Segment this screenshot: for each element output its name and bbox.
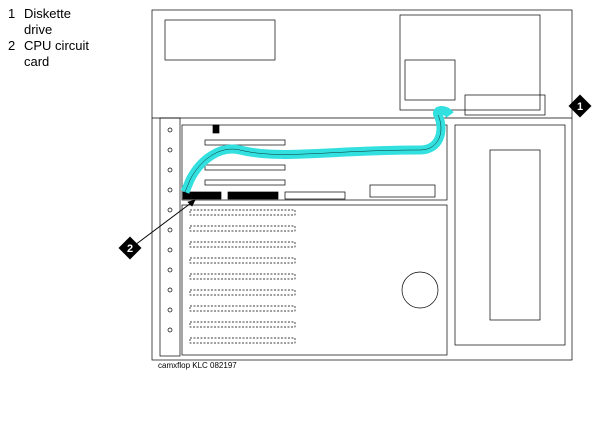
callout-2-label: 2	[127, 243, 133, 255]
legend-item: 1 Diskette drive	[8, 6, 94, 38]
legend-number: 2	[8, 38, 16, 53]
callout-2-leader	[134, 199, 196, 246]
slot-brackets	[159, 117, 181, 357]
card-connector	[284, 191, 346, 200]
callout-1-label: 1	[577, 101, 583, 113]
legend-item: 2 CPU circuit card	[8, 38, 94, 70]
card-connector	[204, 179, 286, 186]
card-connector	[204, 139, 286, 146]
legend: 1 Diskette drive 2 CPU circuit card	[8, 6, 94, 70]
chassis-outline	[151, 9, 573, 361]
legend-number: 1	[8, 6, 16, 21]
jumper	[212, 124, 220, 134]
cpu-fan	[401, 271, 439, 309]
drive-cage	[399, 14, 541, 111]
legend-label: CPU circuit card	[24, 38, 90, 69]
card-connector-black	[182, 191, 222, 200]
power-supply	[454, 124, 566, 346]
drive-bracket	[404, 59, 456, 101]
power-supply-bracket	[489, 149, 541, 321]
card-connector-black	[227, 191, 279, 200]
legend-label: Diskette drive	[24, 6, 71, 37]
card-connector	[369, 184, 436, 198]
diskette-drive	[464, 94, 546, 116]
callout-2: 2	[118, 236, 142, 260]
expansion-slots	[189, 209, 296, 344]
callout-1: 1	[568, 94, 592, 118]
arrowhead	[187, 199, 196, 207]
system-board	[181, 204, 448, 356]
drive-bay	[164, 19, 276, 61]
figure-caption: camxflop KLC 082197	[158, 361, 237, 370]
slot-bracket-screws	[167, 127, 173, 333]
cpu-circuit-card	[181, 124, 448, 201]
card-connector	[204, 164, 286, 171]
